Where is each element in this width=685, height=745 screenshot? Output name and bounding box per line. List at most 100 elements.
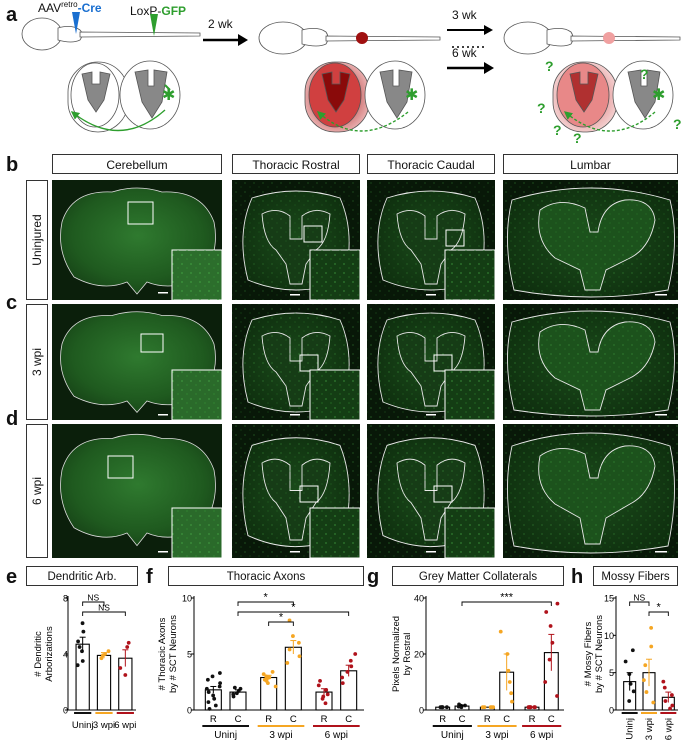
tile-3wpi-cerebellum [52, 304, 223, 421]
data-point [211, 693, 216, 698]
data-point [206, 690, 211, 694]
x-tick-label: C [503, 714, 510, 725]
column-header-thoracic-rostral: Thoracic Rostral [232, 154, 360, 174]
data-point [217, 671, 222, 675]
data-point [510, 699, 514, 704]
question-mark: ? [573, 130, 582, 146]
tile-6wpi-thoracic-caudal [367, 424, 496, 559]
schematic-illustration: ✱ ✱ ✱ [21, 12, 681, 133]
cord-segment-1 [67, 60, 181, 133]
panel-h-label: h [571, 566, 584, 588]
data-point [273, 684, 278, 689]
y-tick-label: 10 [182, 594, 192, 604]
significance-bracket [82, 601, 105, 606]
data-point [212, 696, 217, 701]
y-axis-label: # Mossy Fibers [583, 622, 594, 687]
data-point [544, 610, 549, 614]
chart-title-mossy-fibers: Mossy Fibers [593, 566, 678, 586]
y-tick-label: 0 [187, 706, 192, 716]
data-point [555, 601, 560, 606]
significance-bracket [648, 611, 669, 616]
data-point [123, 673, 128, 677]
y-axis-label: by # SCT Neurons [168, 615, 179, 693]
data-point [661, 679, 666, 684]
tile-uninjured-thoracic-caudal [367, 180, 496, 301]
x-tick-label: Uninj [625, 718, 636, 740]
data-point [340, 675, 345, 680]
data-point [75, 663, 80, 668]
arrow-3wk-label: 3 wk [452, 8, 477, 22]
row-header-uninjured: Uninjured [26, 180, 48, 300]
x-tick-label: C [459, 714, 466, 725]
data-point [631, 689, 636, 694]
y-axis-label: by Rostral [402, 633, 413, 676]
panel-b-label: b [6, 154, 19, 176]
group-label: Uninj [441, 730, 464, 741]
data-point [285, 661, 290, 665]
x-tick-label: R [265, 714, 272, 725]
data-point [270, 670, 275, 674]
data-point [213, 703, 218, 708]
panel-g-label: g [367, 566, 380, 588]
data-point [663, 699, 668, 703]
tile-3wpi-thoracic-rostral [232, 304, 361, 421]
data-point [482, 705, 487, 710]
data-point [547, 657, 552, 662]
cns-outline-3 [503, 21, 681, 55]
column-header-cerebellum: Cerebellum [52, 154, 222, 174]
tile-6wpi-thoracic-rostral [232, 424, 361, 559]
data-point [644, 690, 649, 694]
data-point [264, 676, 269, 681]
bar [96, 654, 112, 711]
x-tick-label: 3 wpi [93, 720, 115, 731]
data-point [321, 694, 326, 699]
column-header-lumbar: Lumbar [503, 154, 678, 174]
data-point [491, 705, 496, 710]
tile-3wpi-thoracic-caudal [367, 304, 496, 421]
projection-arrow-2 [316, 111, 409, 132]
y-axis-label: by # SCT Neurons [594, 615, 605, 693]
data-point [651, 700, 656, 705]
data-point [80, 649, 84, 654]
data-point [296, 640, 301, 645]
panel-d-label: d [6, 408, 19, 430]
data-point [261, 672, 266, 677]
significance-label: * [264, 592, 269, 604]
data-point [643, 663, 648, 668]
significance-bracket [461, 601, 552, 606]
data-point [76, 639, 80, 644]
data-point [77, 645, 82, 649]
y-tick-label: 0 [63, 706, 68, 716]
significance-label: NS [633, 593, 645, 603]
data-point [668, 706, 672, 711]
panel-a-label: a [6, 4, 18, 26]
x-tick-label: C [345, 714, 352, 725]
data-point [231, 692, 236, 697]
virus-label: AAVretro-Cre [38, 0, 102, 15]
y-axis-label: Arborizations [44, 626, 55, 682]
group-label: 6 wpi [325, 730, 348, 741]
significance-bracket [268, 621, 294, 626]
data-point [206, 700, 211, 705]
panel-e-label: e [6, 566, 18, 588]
group-label: 3 wpi [485, 730, 508, 741]
significance-bracket [629, 601, 650, 606]
data-point [323, 701, 328, 706]
data-point [316, 683, 321, 688]
group-label: 3 wpi [269, 730, 292, 741]
data-point [287, 647, 292, 652]
significance-bracket [237, 611, 350, 616]
data-point [670, 703, 675, 708]
gfp-text: GFP [161, 4, 187, 18]
arrow-6wk-label: 6 wk [452, 46, 477, 60]
data-point [80, 621, 85, 626]
data-point [340, 681, 345, 686]
y-tick-label: 5 [609, 668, 614, 678]
data-point [291, 634, 295, 638]
data-point [81, 629, 86, 634]
group-label: Uninj [214, 730, 237, 741]
column-header-thoracic-caudal: Thoracic Caudal [367, 154, 495, 174]
data-point [80, 659, 85, 663]
y-tick-label: 40 [414, 594, 424, 604]
x-tick-label: 6 wpi [663, 718, 674, 740]
